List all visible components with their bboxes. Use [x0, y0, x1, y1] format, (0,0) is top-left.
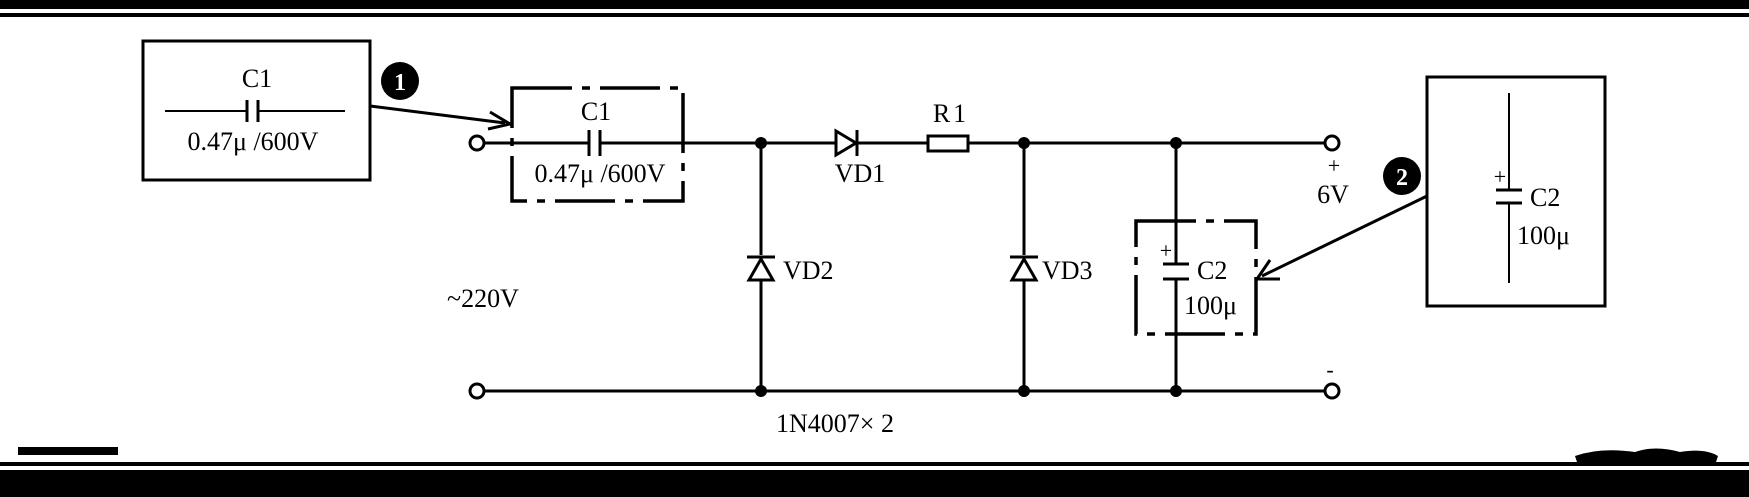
bottom-border-bar — [0, 470, 1749, 497]
callout-badge-1-number: 1 — [394, 70, 406, 96]
top-border-bar — [0, 0, 1749, 9]
capacitor-c2: + C2 100μ — [1134, 219, 1258, 336]
diode-vd3: VD3 — [1009, 255, 1093, 285]
input-terminal-bottom — [468, 382, 486, 400]
page-mark-corner — [1547, 484, 1749, 497]
junction-dot — [755, 137, 767, 149]
capacitor-c1: C1 0.47μ /600V — [510, 86, 685, 203]
output-voltage-label: 6V — [1317, 180, 1349, 209]
callout-box-2: + C2 100μ — [1425, 75, 1607, 308]
output-terminal-plus — [1323, 134, 1341, 152]
c1-value: 0.47μ /600V — [535, 159, 666, 188]
vd1-label: VD1 — [835, 159, 886, 188]
output-plus-label: + — [1328, 153, 1340, 178]
vd3-label: VD3 — [1042, 256, 1093, 285]
bottom-border-line — [0, 462, 1749, 466]
top-border-line — [0, 13, 1749, 17]
junction-dot — [1018, 137, 1030, 149]
callout-2-plus: + — [1494, 164, 1506, 189]
callout-box-1: C1 0.47μ /600V — [141, 39, 372, 182]
callout-2-cap-name: C2 — [1530, 183, 1560, 212]
callout-arrow-1 — [369, 104, 514, 131]
c2-plus: + — [1160, 238, 1172, 263]
vd2-label: VD2 — [783, 256, 834, 285]
output-terminal-minus — [1323, 382, 1341, 400]
diode-vd2: VD2 — [746, 255, 834, 285]
scan-smudge — [1575, 448, 1718, 462]
junction-dot — [1170, 137, 1182, 149]
junction-dot — [1018, 385, 1030, 397]
c2-label: C2 — [1197, 256, 1227, 285]
callout-badge-2: 2 — [1383, 157, 1421, 195]
callout-badge-1: 1 — [381, 62, 419, 100]
output-minus-label: - — [1326, 357, 1333, 382]
callout-1-cap-name: C1 — [242, 64, 272, 93]
diode-note: 1N4007× 2 — [776, 409, 894, 438]
input-voltage-label: ~220V — [447, 284, 519, 313]
resistor-r1: R1 — [926, 99, 970, 153]
input-terminal-top — [468, 134, 486, 152]
callout-badge-2-number: 2 — [1396, 165, 1408, 191]
callout-2-cap-value: 100μ — [1517, 221, 1570, 250]
c2-value: 100μ — [1184, 291, 1237, 320]
callout-arrow-2 — [1254, 194, 1428, 281]
page-mark — [18, 447, 118, 455]
callout-1-cap-value: 0.47μ /600V — [188, 127, 319, 156]
c1-label: C1 — [581, 97, 611, 126]
r1-label: R1 — [933, 99, 969, 128]
junction-dot — [755, 385, 767, 397]
junction-dot — [1170, 385, 1182, 397]
diode-vd1: VD1 — [834, 128, 886, 188]
